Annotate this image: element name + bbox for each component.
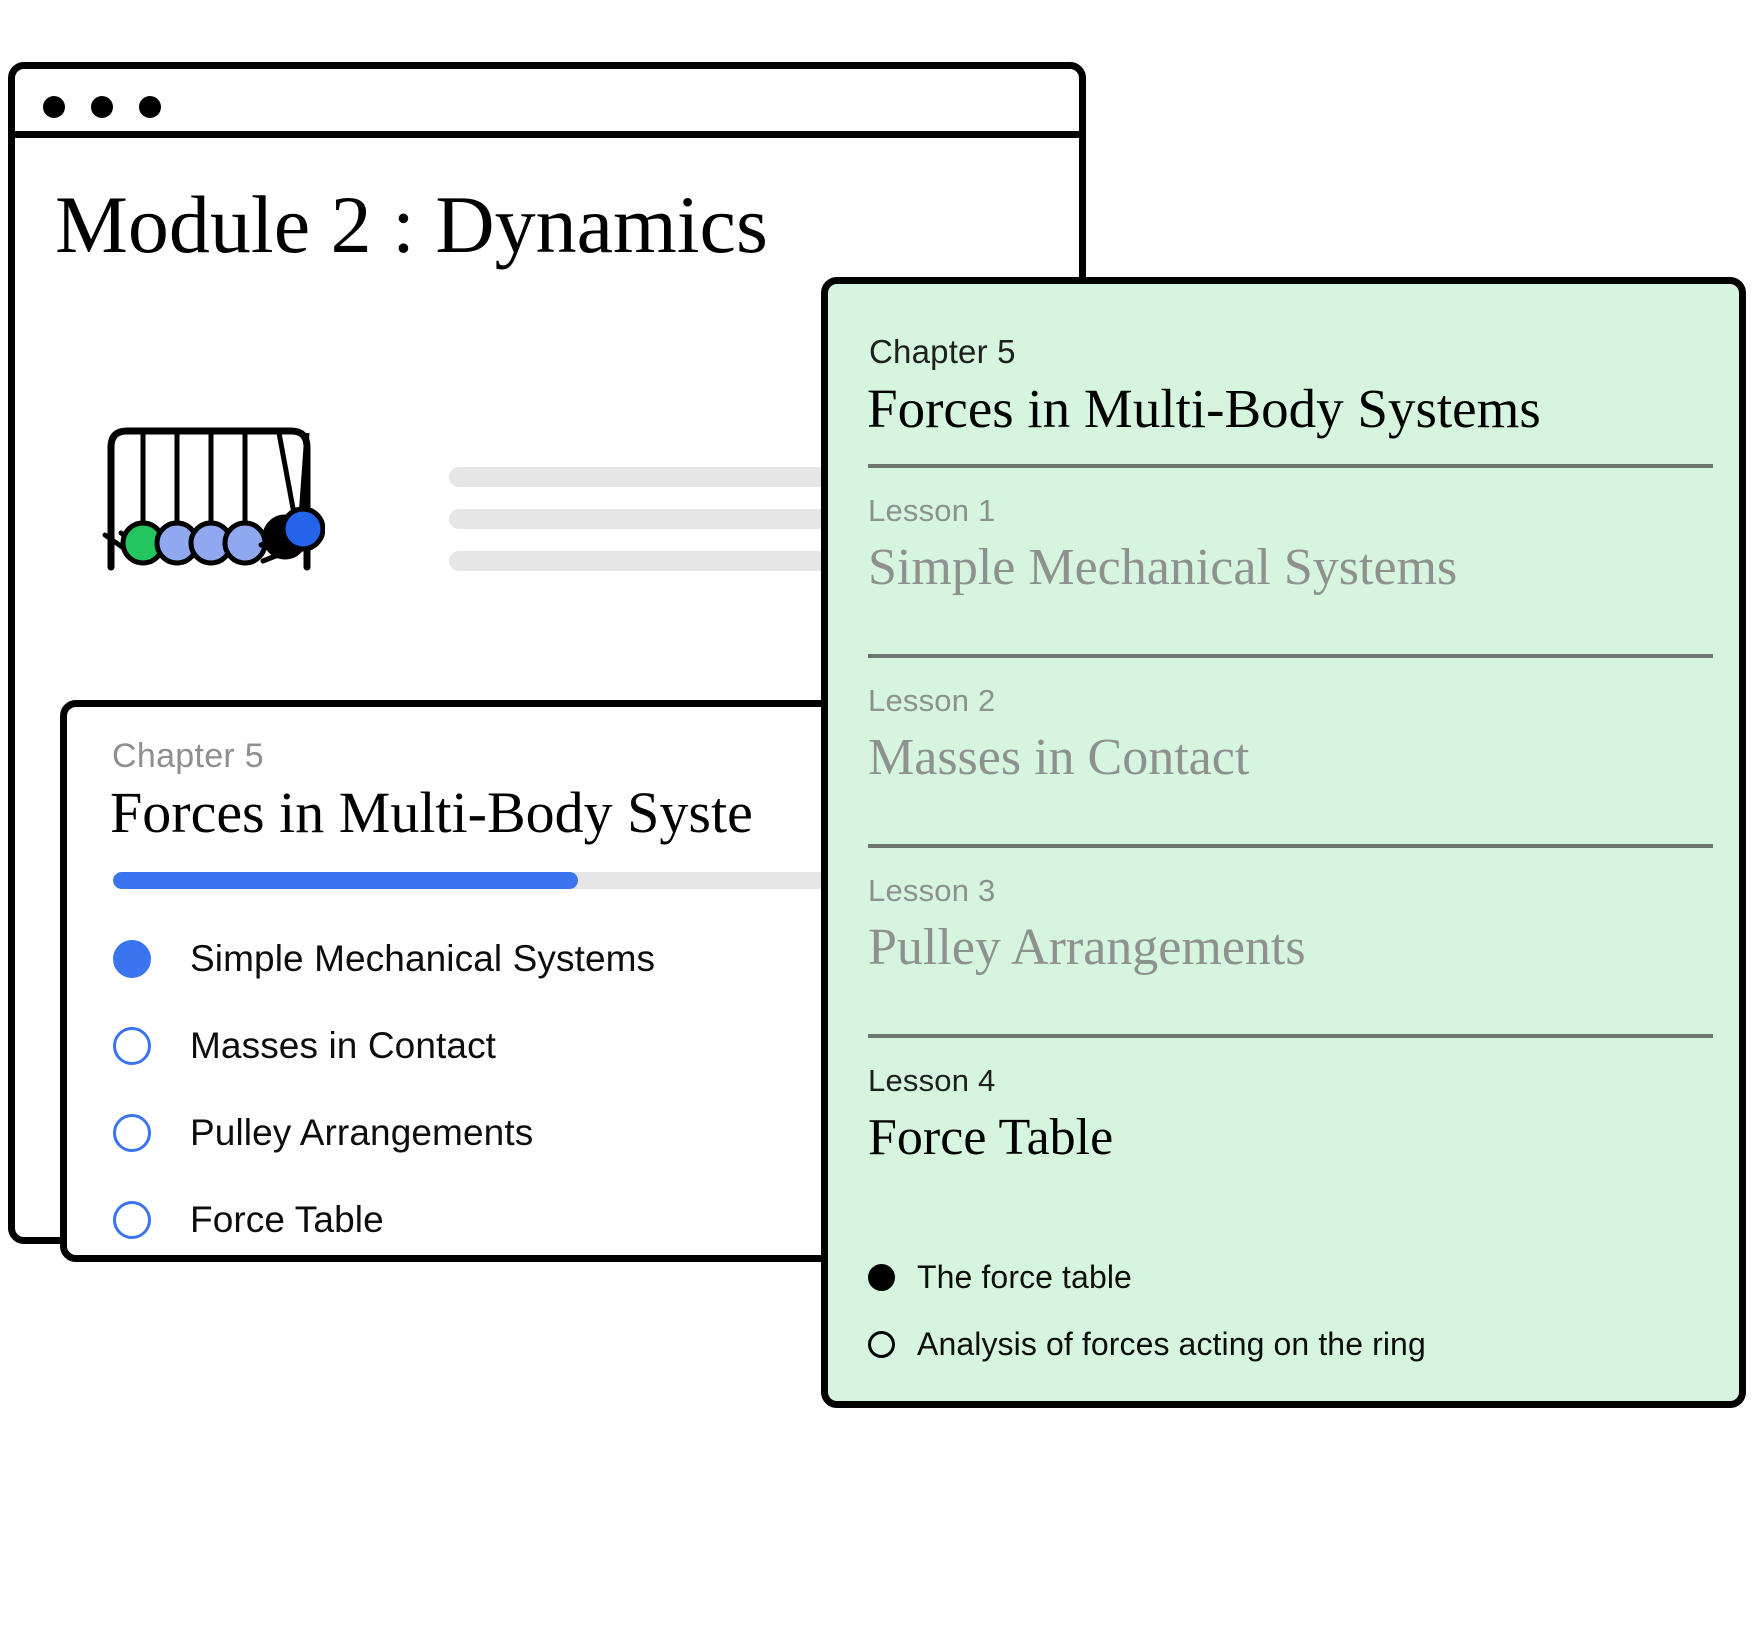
divider bbox=[868, 1034, 1713, 1038]
panel-lesson-number: Lesson 1 bbox=[868, 493, 996, 528]
panel-lesson-number: Lesson 2 bbox=[868, 683, 996, 718]
list-item[interactable]: Force Table bbox=[113, 1176, 1043, 1263]
radio-selected-icon[interactable] bbox=[113, 939, 151, 978]
bullet-unselected-icon[interactable] bbox=[868, 1331, 895, 1358]
divider bbox=[868, 654, 1713, 658]
card-chapter-title: Forces in Multi-Body Syste bbox=[110, 780, 753, 845]
radio-unselected-icon[interactable] bbox=[113, 1200, 151, 1239]
panel-lesson-title: Masses in Contact bbox=[868, 729, 1250, 787]
window-titlebar bbox=[15, 69, 1079, 138]
panel-lesson-number: Lesson 3 bbox=[868, 873, 996, 908]
topic-item[interactable]: Analysis of forces acting on the ring bbox=[868, 1326, 1426, 1363]
bullet-selected-icon[interactable] bbox=[868, 1264, 895, 1291]
close-dot-icon[interactable] bbox=[43, 96, 65, 118]
list-item-label: Simple Mechanical Systems bbox=[190, 937, 656, 979]
list-item-label: Force Table bbox=[190, 1198, 384, 1240]
progress-bar bbox=[113, 872, 1043, 889]
chapter-detail-panel: Chapter 5 Forces in Multi-Body Systems L… bbox=[821, 277, 1746, 1408]
list-item-label: Masses in Contact bbox=[190, 1024, 497, 1066]
divider bbox=[868, 464, 1713, 468]
panel-chapter-label: Chapter 5 bbox=[869, 333, 1016, 370]
panel-lesson-item[interactable]: Lesson 4 Force Table bbox=[868, 1062, 1728, 1170]
radio-unselected-icon[interactable] bbox=[113, 1113, 151, 1152]
panel-lesson-item[interactable]: Lesson 3 Pulley Arrangements bbox=[868, 872, 1728, 980]
list-item[interactable]: Pulley Arrangements bbox=[113, 1089, 1043, 1176]
panel-lesson-title: Force Table bbox=[868, 1109, 1114, 1167]
radio-unselected-icon[interactable] bbox=[113, 1026, 151, 1065]
panel-lesson-number: Lesson 4 bbox=[868, 1063, 996, 1098]
panel-lesson-item[interactable]: Lesson 2 Masses in Contact bbox=[868, 682, 1728, 790]
panel-lesson-item[interactable]: Lesson 1 Simple Mechanical Systems bbox=[868, 492, 1728, 600]
newtons-cradle-illustration bbox=[95, 417, 326, 589]
minimize-dot-icon[interactable] bbox=[91, 96, 113, 118]
topic-label: The force table bbox=[917, 1259, 1132, 1295]
card-lesson-list: Simple Mechanical Systems Masses in Cont… bbox=[113, 915, 1043, 1263]
progress-bar-fill bbox=[113, 872, 578, 889]
topic-label: Analysis of forces acting on the ring bbox=[917, 1326, 1426, 1362]
panel-chapter-title: Forces in Multi-Body Systems bbox=[867, 378, 1541, 439]
list-item[interactable]: Simple Mechanical Systems bbox=[113, 915, 1043, 1002]
topic-item[interactable]: The force table bbox=[868, 1259, 1132, 1296]
panel-lesson-title: Pulley Arrangements bbox=[868, 919, 1306, 977]
page-title: Module 2 : Dynamics bbox=[55, 179, 768, 270]
list-item-label: Pulley Arrangements bbox=[190, 1111, 534, 1153]
card-chapter-label: Chapter 5 bbox=[112, 737, 265, 775]
panel-lesson-title: Simple Mechanical Systems bbox=[868, 539, 1458, 597]
list-item[interactable]: Masses in Contact bbox=[113, 1002, 1043, 1089]
divider bbox=[868, 844, 1713, 848]
maximize-dot-icon[interactable] bbox=[139, 96, 161, 118]
text-placeholder-bar bbox=[449, 551, 924, 571]
